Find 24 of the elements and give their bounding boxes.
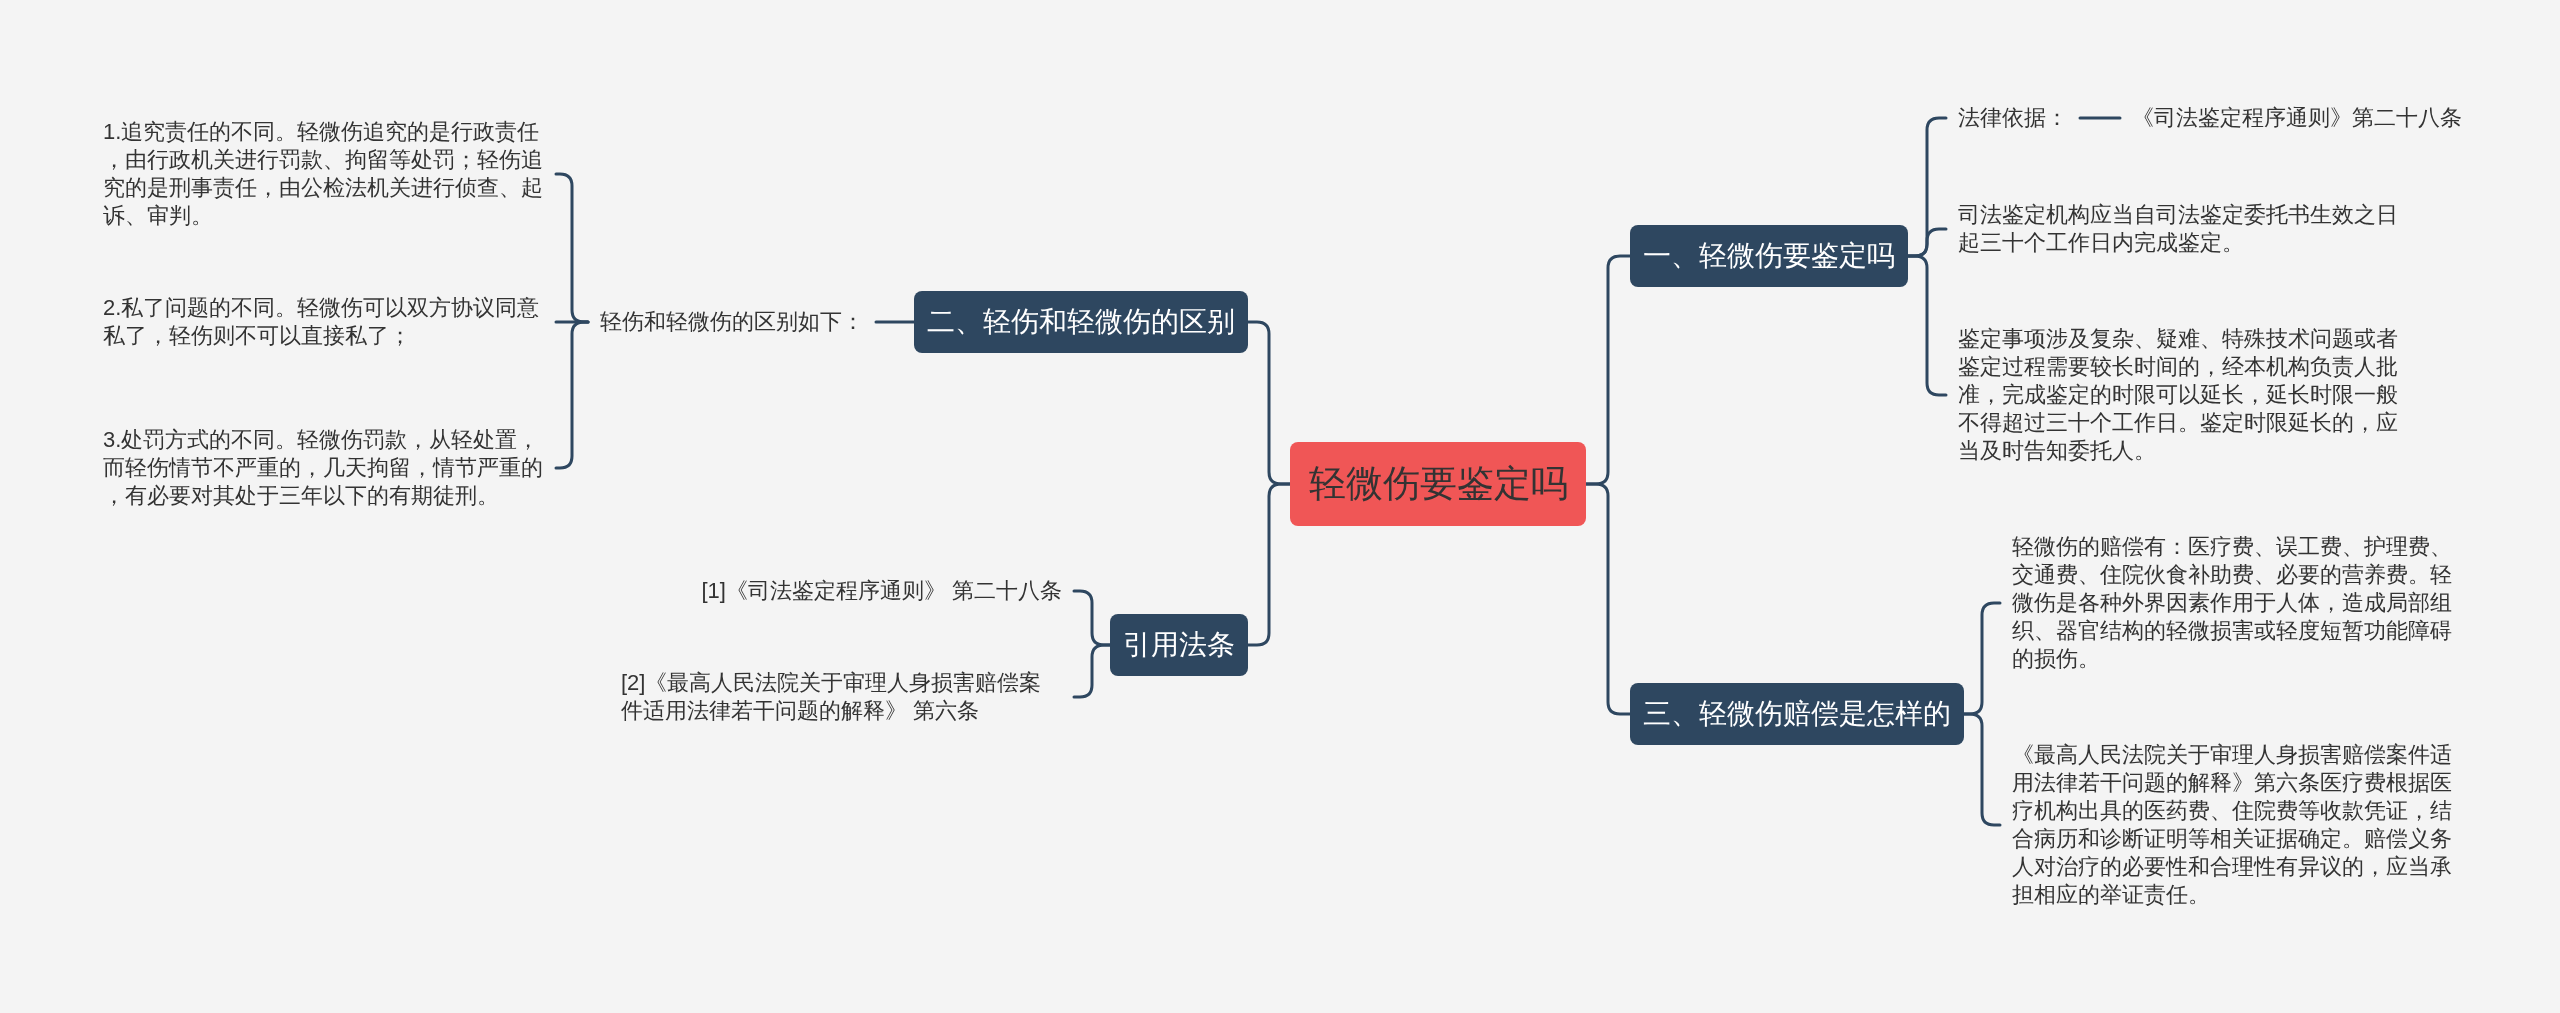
central-topic: 轻微伤要鉴定吗 [1290,442,1586,526]
subtopic-text: 2.私了问题的不同。轻微伤可以双方协议同意私了，轻伤则不可以直接私了； [91,292,556,352]
subtopic-text: 轻伤和轻微伤的区别如下： [588,306,876,338]
main-topic: 三、轻微伤赔偿是怎样的 [1630,683,1964,745]
connector-line [1962,712,2002,827]
subtopic-text: [1]《司法鉴定程序通则》 第二十八条 [689,575,1074,607]
connector-line [1906,254,1948,397]
subtopic-text: 3.处罚方式的不同。轻微伤罚款，从轻处置，而轻伤情节不严重的，几天拘留，情节严重的，有必要对其处于三年以下的有期徒刑。 [91,424,556,512]
connector-line [1072,643,1112,699]
main-topic: 二、轻伤和轻微伤的区别 [914,291,1248,353]
connector-line [1246,482,1292,647]
subtopic-text: 《最高人民法院关于审理人身损害赔偿案件适用法律若干问题的解释》第六条医疗费根据医疗机构出具的医药费、住院费等收款凭证，结合病历和诊断证明等相关证据确定。赔偿义务人对治疗的必要性和合理性有异议的，应当承担相应的举证责任。 [2000,739,2465,911]
main-topic: 一、轻微伤要鉴定吗 [1630,225,1908,287]
main-topic: 引用法条 [1110,614,1248,676]
subtopic-text: 法律依据： [1946,102,2080,134]
subtopic-text: 1.追究责任的不同。轻微伤追究的是行政责任，由行政机关进行罚款、拘留等处罚；轻伤追究的是刑事责任，由公检法机关进行侦查、起诉、审判。 [91,116,556,232]
connector-line [2078,116,2122,120]
subtopic-text: 司法鉴定机构应当自司法鉴定委托书生效之日起三十个工作日内完成鉴定。 [1946,199,2411,259]
subtopic-text: 《司法鉴定程序通则》第二十八条 [2120,102,2474,134]
subtopic-text: 轻微伤的赔偿有：医疗费、误工费、护理费、交通费、住院伙食补助费、必要的营养费。轻微伤是各种外界因素作用于人体，造成局部组织、器官结构的轻微损害或轻度短暂功能障碍的损伤。 [2000,531,2465,675]
connector-line [874,320,916,324]
subtopic-text: 鉴定事项涉及复杂、疑难、特殊技术问题或者鉴定过程需要较长时间的，经本机构负责人批准，完成鉴定的时限可以延长，延长时限一般不得超过三十个工作日。鉴定时限延长的，应当及时告知委托人。 [1946,323,2411,467]
subtopic-text: [2]《最高人民法院关于审理人身损害赔偿案件适用法律若干问题的解释》 第六条 [609,667,1074,727]
connector-line [1584,482,1632,716]
